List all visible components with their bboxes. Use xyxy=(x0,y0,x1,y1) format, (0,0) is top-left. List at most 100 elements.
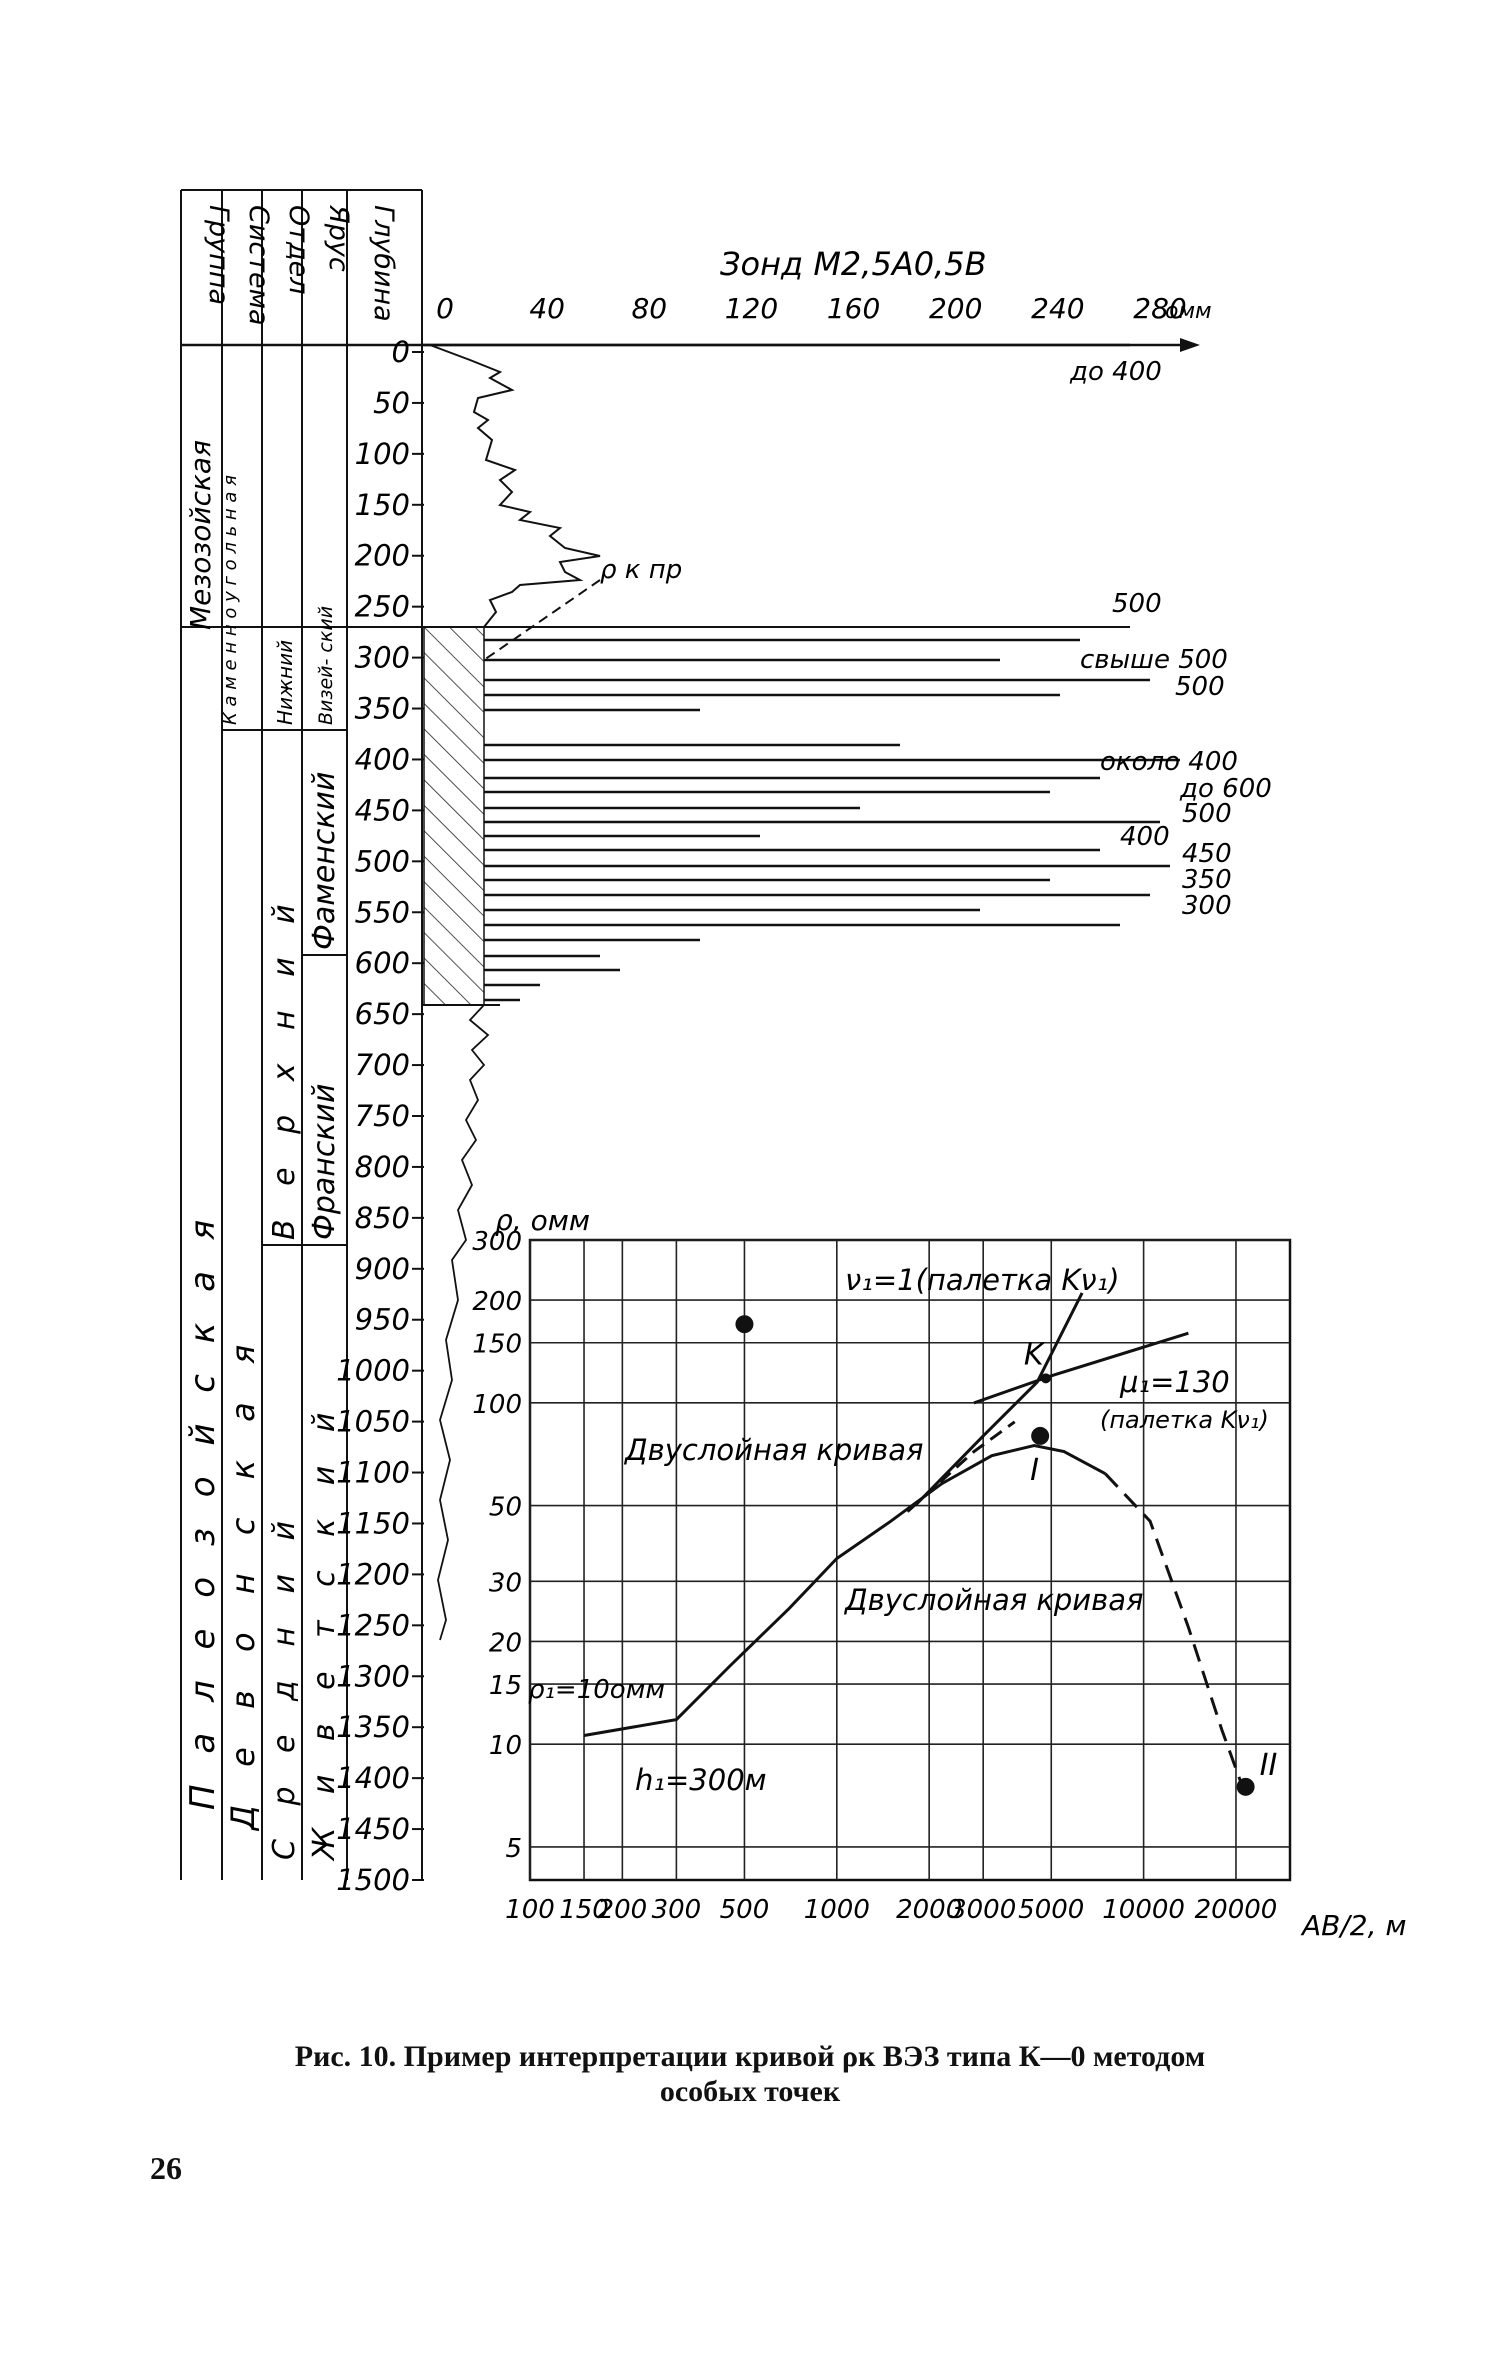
system-carboniferous: К а м е н н о у г о л ь н а я xyxy=(220,475,241,725)
ves-xlabel: AB/2, м xyxy=(1300,1909,1407,1942)
caption-line-1: Рис. 10. Пример интерпретации кривой ρк … xyxy=(294,2040,1206,2073)
ves-curve-solid xyxy=(583,1443,1107,1737)
stage-visean: Визей- ский xyxy=(315,606,337,725)
ves-x-tick-label: 20000 xyxy=(1195,1895,1278,1925)
ves-y-tick-label: 10 xyxy=(489,1731,522,1761)
ves-annot-1: μ₁=130 xyxy=(1119,1365,1230,1399)
ves-x-tick-label: 100 xyxy=(505,1895,555,1925)
ves-y-tick-label: 100 xyxy=(472,1390,522,1420)
depth-tick-label: 1350 xyxy=(336,1710,410,1744)
log-x-tick-label: 240 xyxy=(1031,292,1084,325)
depth-tick-label: 200 xyxy=(355,539,410,573)
log-x-tick-label: 200 xyxy=(929,292,982,325)
depth-tick-label: 500 xyxy=(355,844,410,878)
log-annot-5: до 600 xyxy=(1179,774,1272,804)
ves-x-tick-label: 150 xyxy=(559,1895,609,1925)
log-annot-0: до 400 xyxy=(1069,357,1162,387)
ves-y-tick-label: 5 xyxy=(505,1834,522,1864)
depth-tick-label: 1450 xyxy=(336,1812,410,1846)
stratigraphic-column xyxy=(180,189,1130,1880)
log-x-unit: омм xyxy=(1165,299,1212,324)
log-annot-7: 400 xyxy=(1120,822,1170,852)
header-depth: Глубина xyxy=(368,205,399,322)
ves-x-tick-label: 3000 xyxy=(950,1895,1016,1925)
depth-tick-label: 0 xyxy=(392,335,410,369)
log-x-axis xyxy=(422,338,1200,352)
ves-point-label: K xyxy=(1024,1337,1046,1372)
depth-tick-label: 450 xyxy=(355,793,410,827)
dept-upper: В е р х н и й xyxy=(267,892,302,1240)
depth-tick-label: 800 xyxy=(355,1150,410,1184)
depth-tick-label: 1050 xyxy=(336,1405,410,1439)
ves-y-tick-label: 150 xyxy=(472,1330,522,1360)
ves-x-tick-label: 300 xyxy=(652,1895,702,1925)
depth-tick-label: 150 xyxy=(355,488,410,522)
depth-tick-label: 1000 xyxy=(336,1354,410,1388)
ves-x-tick-label: 1000 xyxy=(804,1895,870,1925)
ves-curve-dashed xyxy=(1104,1472,1244,1788)
log-annot-4: около 400 xyxy=(1100,747,1238,777)
depth-tick-label: 950 xyxy=(355,1303,410,1337)
depth-tick-label: 50 xyxy=(373,386,410,420)
ves-ylabel: ρ, омм xyxy=(495,1204,590,1237)
depth-axis: 0501001502002503003504004505005506006507… xyxy=(336,335,424,1897)
dept-lower: Нижний xyxy=(273,640,297,725)
header-group: Группа xyxy=(203,205,234,305)
ves-annot-0: ν₁=1(палетка Kν₁) xyxy=(845,1263,1120,1297)
group-paleozoic: П а л е о з о й с к а я xyxy=(183,1210,223,1810)
depth-tick-label: 1150 xyxy=(336,1506,410,1540)
ves-y-tick-label: 15 xyxy=(489,1671,522,1701)
log-annot-3: 500 xyxy=(1175,672,1225,702)
ves-point-3 xyxy=(1236,1777,1255,1796)
ves-series-2 xyxy=(914,1292,1084,1507)
dept-middle: С р е д н и й xyxy=(267,1509,302,1860)
ves-annot-6: h₁=300м xyxy=(635,1763,767,1797)
depth-tick-label: 250 xyxy=(355,590,410,624)
ves-x-tick-label: 2000 xyxy=(896,1895,962,1925)
group-mesozoic: Мезозойская xyxy=(184,440,217,630)
ves-point-0 xyxy=(735,1315,754,1334)
log-annot-10: 300 xyxy=(1182,891,1232,921)
ves-y-tick-label: 300 xyxy=(472,1227,522,1257)
ves-y-tick-label: 30 xyxy=(489,1568,522,1598)
depth-tick-label: 350 xyxy=(355,692,410,726)
ves-x-tick-label: 10000 xyxy=(1102,1895,1185,1925)
stage-frasnian: Франский xyxy=(307,1084,342,1240)
probe-label: Зонд М2,5А0,5В xyxy=(720,245,987,283)
ves-x-tick-label: 5000 xyxy=(1018,1895,1084,1925)
resistivity-log-curve xyxy=(429,344,601,628)
depth-tick-label: 650 xyxy=(355,997,410,1031)
hatched-interval xyxy=(423,626,485,1006)
log-x-tick-label: 280 xyxy=(1133,292,1186,325)
depth-tick-label: 1400 xyxy=(336,1761,410,1795)
stage-givetian: Ж и в е т с к и й xyxy=(307,1401,342,1862)
depth-tick-label: 1200 xyxy=(336,1557,410,1591)
depth-tick-label: 600 xyxy=(355,946,410,980)
depth-tick-label: 300 xyxy=(355,641,410,675)
log-annot-9: 350 xyxy=(1182,865,1232,895)
ves-point-1 xyxy=(1031,1426,1050,1445)
depth-tick-label: 1250 xyxy=(336,1608,410,1642)
resistivity-log-spikes xyxy=(484,638,1180,1002)
caption-line-2: особых точек xyxy=(659,2074,841,2108)
ves-y-tick-label: 20 xyxy=(489,1628,522,1658)
ves-annot-2: (палетка Kν₁) xyxy=(1100,1406,1269,1434)
log-x-tick-label: 0 xyxy=(436,292,454,325)
depth-tick-label: 850 xyxy=(355,1201,410,1235)
depth-tick-label: 100 xyxy=(355,437,410,471)
log-annot-8: 450 xyxy=(1182,839,1232,869)
system-devonian: Д е в о н с к а я xyxy=(224,1331,262,1832)
ves-series-3 xyxy=(906,1420,1016,1513)
log-x-tick-label: 160 xyxy=(827,292,880,325)
ves-point-label: II xyxy=(1260,1748,1278,1783)
log-annot-1: 500 xyxy=(1112,589,1162,619)
depth-tick-label: 1300 xyxy=(336,1659,410,1693)
ves-series-1 xyxy=(973,1331,1189,1405)
ves-annot-5: ρ₁=10омм xyxy=(528,1675,665,1705)
depth-tick-label: 700 xyxy=(355,1048,410,1082)
ves-y-tick-label: 200 xyxy=(472,1287,522,1317)
depth-tick-label: 900 xyxy=(355,1252,410,1286)
depth-tick-label: 550 xyxy=(355,895,410,929)
rho-kpr-label: ρ к пр xyxy=(600,555,682,585)
